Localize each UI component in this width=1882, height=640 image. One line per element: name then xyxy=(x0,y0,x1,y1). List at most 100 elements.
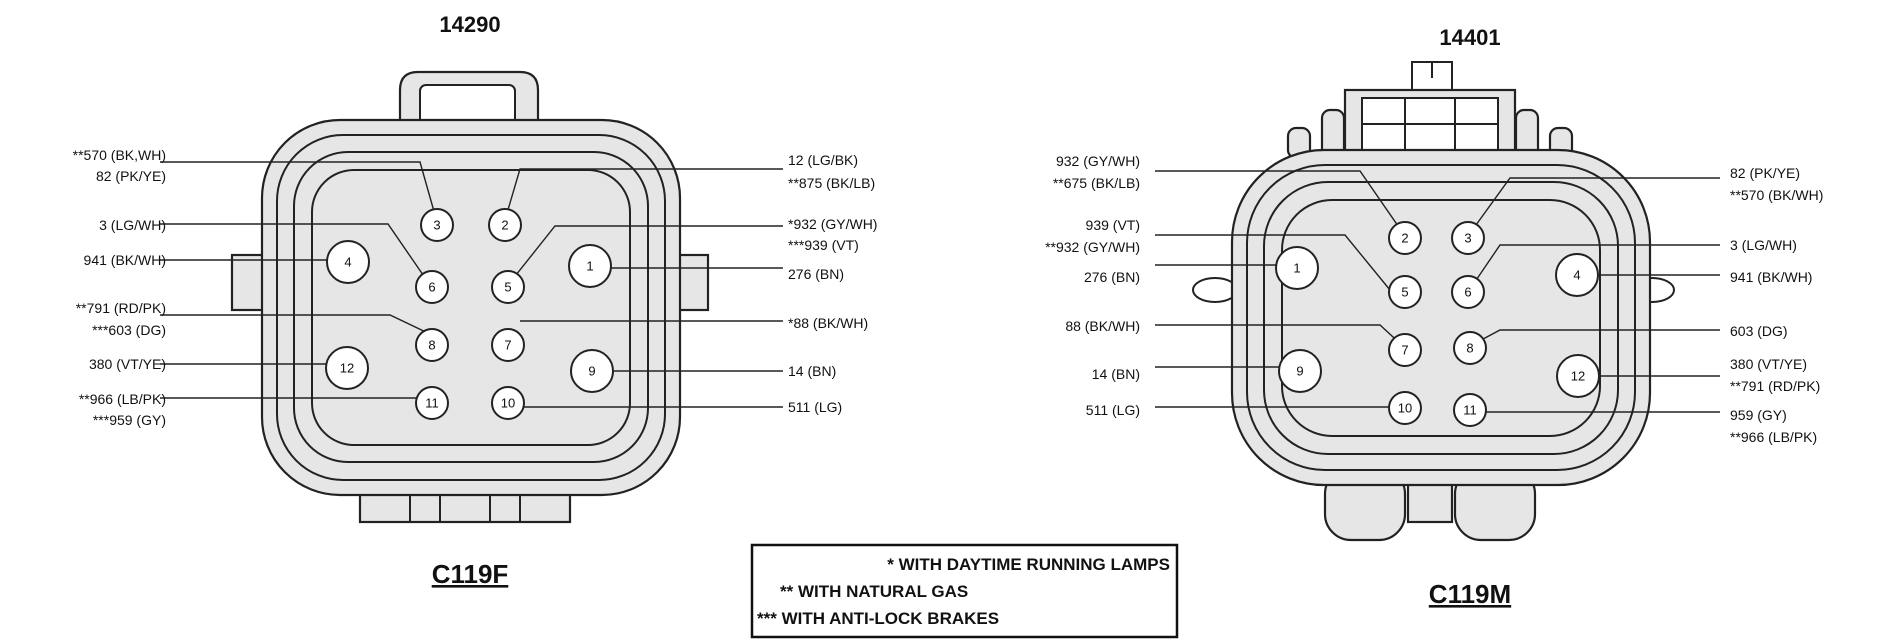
svg-text:9: 9 xyxy=(1296,364,1303,379)
part-number-14401: 14401 xyxy=(1439,25,1500,50)
side-ear-left xyxy=(1192,277,1238,303)
pin-4: 4 xyxy=(326,240,370,284)
pin-4: 4 xyxy=(1555,253,1599,297)
svg-text:12: 12 xyxy=(340,361,354,376)
wire-label: **675 (BK/LB) xyxy=(1053,175,1140,191)
svg-text:10: 10 xyxy=(1398,401,1412,416)
pin-11: 11 xyxy=(415,386,449,420)
svg-text:8: 8 xyxy=(1466,341,1473,356)
pin-11: 11 xyxy=(1453,393,1487,427)
wire-label: ***939 (VT) xyxy=(788,237,859,253)
wire-label: 941 (BK/WH) xyxy=(1730,269,1812,285)
wire-label: 959 (GY) xyxy=(1730,407,1787,423)
pin-12: 12 xyxy=(1556,354,1600,398)
wire-labels-left: **570 (BK,WH) 82 (PK/YE) 3 (LG/WH) 941 (… xyxy=(73,147,166,428)
svg-text:9: 9 xyxy=(588,364,595,379)
pin-10: 10 xyxy=(1388,391,1422,425)
svg-text:1: 1 xyxy=(1293,261,1300,276)
svg-text:6: 6 xyxy=(1464,285,1471,300)
pin-10: 10 xyxy=(491,386,525,420)
svg-text:5: 5 xyxy=(504,280,511,295)
wire-label: **966 (LB/PK) xyxy=(1730,429,1817,445)
connector-name-c119f: C119F xyxy=(432,559,509,589)
pin-1: 1 xyxy=(1275,246,1319,290)
wire-label: 14 (BN) xyxy=(1092,366,1140,382)
pin-2: 2 xyxy=(488,208,522,242)
wire-label: *932 (GY/WH) xyxy=(788,216,877,232)
wire-label: 380 (VT/YE) xyxy=(1730,356,1807,372)
part-number-14290: 14290 xyxy=(439,12,500,37)
connector-body xyxy=(1230,148,1652,487)
svg-text:7: 7 xyxy=(504,338,511,353)
wire-label: ***959 (GY) xyxy=(93,412,166,428)
pin-12: 12 xyxy=(325,346,369,390)
pin-5: 5 xyxy=(1388,275,1422,309)
wire-label: 14 (BN) xyxy=(788,363,836,379)
svg-text:2: 2 xyxy=(1401,231,1408,246)
wire-label: 603 (DG) xyxy=(1730,323,1788,339)
wire-label: 511 (LG) xyxy=(1086,402,1140,418)
connector-body xyxy=(260,118,682,497)
pin-9: 9 xyxy=(1278,349,1322,393)
wire-label: **966 (LB/PK) xyxy=(79,391,166,407)
bottom-feet-center xyxy=(1406,480,1454,524)
pin-1: 1 xyxy=(568,244,612,288)
pin-2: 2 xyxy=(1388,221,1422,255)
wire-label: 88 (BK/WH) xyxy=(1065,318,1140,334)
wire-label: *88 (BK/WH) xyxy=(788,315,868,331)
svg-text:11: 11 xyxy=(425,396,439,411)
wire-label: 276 (BN) xyxy=(1084,269,1140,285)
svg-text:6: 6 xyxy=(428,280,435,295)
svg-text:4: 4 xyxy=(1573,268,1580,283)
pin-8: 8 xyxy=(1453,331,1487,365)
svg-text:7: 7 xyxy=(1401,343,1408,358)
svg-text:8: 8 xyxy=(428,338,435,353)
wire-label: **875 (BK/LB) xyxy=(788,175,875,191)
wire-label: **570 (BK,WH) xyxy=(73,147,166,163)
wire-label: 12 (LG/BK) xyxy=(788,152,858,168)
wire-label: 941 (BK/WH) xyxy=(84,252,166,268)
wire-label: 939 (VT) xyxy=(1086,217,1140,233)
wire-label: 511 (LG) xyxy=(788,399,842,415)
pin-3: 3 xyxy=(420,208,454,242)
legend-box: * WITH DAYTIME RUNNING LAMPS ** WITH NAT… xyxy=(750,543,1179,639)
wire-label: 82 (PK/YE) xyxy=(1730,165,1800,181)
wire-label: **932 (GY/WH) xyxy=(1045,239,1140,255)
pin-5: 5 xyxy=(491,270,525,304)
pin-7: 7 xyxy=(1388,333,1422,367)
wire-label: 82 (PK/YE) xyxy=(96,168,166,184)
wire-label: 276 (BN) xyxy=(788,266,844,282)
svg-text:5: 5 xyxy=(1401,285,1408,300)
pin-8: 8 xyxy=(415,328,449,362)
wire-label: ***603 (DG) xyxy=(92,322,166,338)
svg-text:4: 4 xyxy=(344,255,351,270)
wire-label: 3 (LG/WH) xyxy=(99,217,166,233)
pin-wires xyxy=(160,161,783,408)
wire-label: **791 (RD/PK) xyxy=(1730,378,1820,394)
wire-labels-right: 12 (LG/BK) **875 (BK/LB) *932 (GY/WH) **… xyxy=(788,152,877,415)
pin-6: 6 xyxy=(1451,275,1485,309)
connector-c119f: 14290 xyxy=(73,12,878,589)
svg-text:10: 10 xyxy=(501,396,515,411)
pin-9: 9 xyxy=(570,349,614,393)
pin-6: 6 xyxy=(415,270,449,304)
wire-label: 932 (GY/WH) xyxy=(1056,153,1140,169)
legend-item-natural-gas: ** WITH NATURAL GAS xyxy=(780,582,968,601)
wire-label: 3 (LG/WH) xyxy=(1730,237,1797,253)
svg-text:2: 2 xyxy=(501,218,508,233)
legend-item-anti-lock-brakes: *** WITH ANTI-LOCK BRAKES xyxy=(757,609,999,628)
svg-text:11: 11 xyxy=(1463,403,1477,418)
connector-c119m: 14401 xyxy=(1045,25,1823,609)
pin-3: 3 xyxy=(1451,221,1485,255)
wire-labels-right: 82 (PK/YE) **570 (BK/WH) 3 (LG/WH) 941 (… xyxy=(1730,165,1823,445)
svg-text:12: 12 xyxy=(1571,369,1585,384)
svg-text:3: 3 xyxy=(433,218,440,233)
legend-item-daytime-running-lamps: * WITH DAYTIME RUNNING LAMPS xyxy=(887,555,1170,574)
svg-text:3: 3 xyxy=(1464,231,1471,246)
pin-7: 7 xyxy=(491,328,525,362)
svg-text:1: 1 xyxy=(586,259,593,274)
wire-label: **570 (BK/WH) xyxy=(1730,187,1823,203)
wire-label: **791 (RD/PK) xyxy=(76,300,166,316)
wire-label: 380 (VT/YE) xyxy=(89,356,166,372)
